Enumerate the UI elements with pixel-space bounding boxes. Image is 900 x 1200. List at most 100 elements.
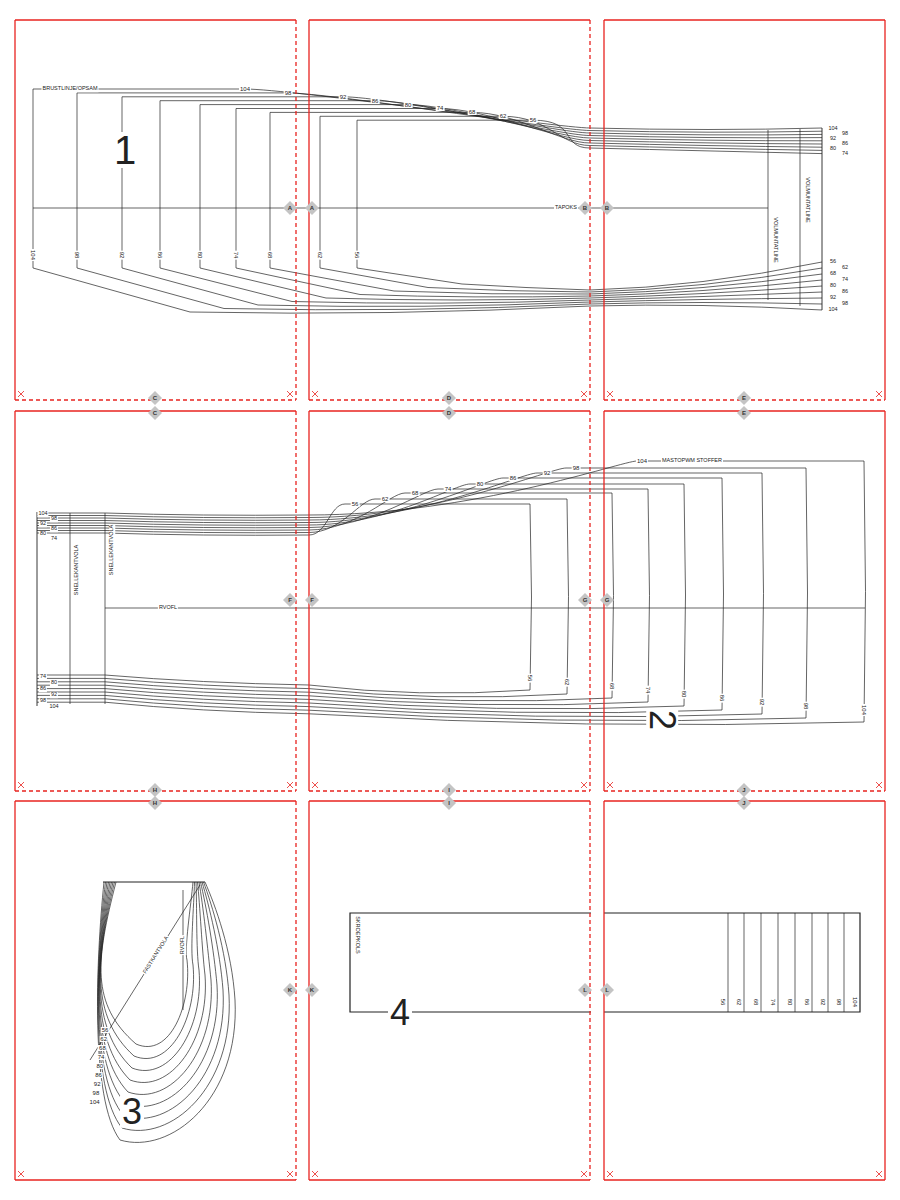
size-label: 68: [609, 682, 615, 691]
tile-border: [604, 19, 885, 20]
tile-cross: [287, 1171, 293, 1177]
size-label: 98: [841, 301, 849, 307]
size-label: 80: [829, 146, 837, 152]
tile-marker: D: [447, 395, 451, 401]
size-label: 62: [381, 496, 390, 502]
pattern-line: [37, 468, 808, 721]
tile-marker: F: [288, 597, 292, 603]
pattern-label: VOLMUNTATLINE: [772, 216, 778, 263]
size-label: 104: [636, 458, 648, 464]
tile-marker-diamond: [442, 391, 456, 405]
pattern-line: [99, 882, 218, 1106]
size-label: 56: [720, 998, 726, 1007]
size-label: 62: [99, 1036, 108, 1042]
callout-number: 2: [646, 708, 678, 732]
tile-cross: [18, 391, 24, 397]
size-label: 98: [50, 516, 58, 522]
tile-marker-diamond: [305, 593, 319, 607]
tile-marker: C: [153, 410, 157, 416]
tile-marker-diamond: [600, 983, 614, 997]
tile-cross: [18, 782, 24, 788]
size-label: 74: [645, 686, 651, 695]
pattern-line: [270, 112, 822, 268]
size-label: 74: [436, 105, 445, 111]
tile-marker: B: [605, 205, 609, 211]
size-label: 80: [95, 1063, 104, 1069]
tile-cross: [312, 782, 318, 788]
size-label: 92: [339, 94, 348, 100]
size-label: 92: [829, 295, 837, 301]
pattern-line: [270, 268, 822, 294]
pattern-line: [236, 268, 822, 297]
tile-border: [604, 1179, 885, 1180]
tile-marker: H: [153, 800, 157, 806]
tile-marker: I: [448, 800, 450, 806]
tile-cross: [876, 1171, 882, 1177]
size-label: 80: [50, 680, 58, 686]
tile-marker: L: [583, 987, 587, 993]
size-label: 98: [836, 998, 842, 1007]
center-line: [105, 608, 865, 609]
tile-marker-diamond: [600, 201, 614, 215]
tile-cross: [312, 782, 318, 788]
size-label: 92: [759, 698, 765, 707]
size-label: 98: [284, 90, 293, 96]
tile-marker-diamond: [578, 201, 592, 215]
pattern-line: [70, 513, 71, 704]
tile-marker: K: [288, 987, 292, 993]
tile-cross: [607, 391, 613, 397]
tile-marker-diamond: [148, 406, 162, 420]
tile-marker: B: [583, 205, 587, 211]
tile-marker-diamond: [737, 406, 751, 420]
size-label: 92: [119, 251, 125, 260]
tile-cross: [581, 1171, 587, 1177]
size-label: 56: [527, 674, 533, 683]
size-label: 62: [317, 251, 323, 260]
tile-marker: F: [310, 597, 314, 603]
size-label: 86: [841, 289, 849, 295]
size-label: 80: [829, 283, 837, 289]
size-label: 86: [509, 475, 518, 481]
pattern-label: BRUSTLINJE/OPSAM: [41, 86, 98, 92]
pattern-line: [778, 913, 779, 1012]
pattern-line: [105, 513, 106, 704]
tile-marker-diamond: [283, 983, 297, 997]
pattern-line: [728, 913, 729, 1012]
size-label: 74: [841, 151, 849, 157]
pattern-label: MASTOPWM STOFFER: [661, 458, 723, 464]
size-label: 98: [74, 251, 80, 260]
pattern-line: [768, 130, 769, 300]
tile-cross: [607, 782, 613, 788]
tile-cross: [287, 782, 293, 788]
size-label: 74: [770, 998, 776, 1007]
size-label: 68: [267, 251, 273, 260]
size-label: 86: [719, 694, 725, 703]
size-label: 74: [444, 486, 453, 492]
pattern-line: [744, 913, 745, 1012]
tile-marker: E: [742, 395, 746, 401]
tile-cross: [607, 1171, 613, 1177]
tile-marker-diamond: [148, 391, 162, 405]
tile-marker: A: [288, 205, 292, 211]
tile-marker: J: [742, 800, 745, 806]
tile-cross: [581, 782, 587, 788]
tile-cross: [312, 391, 318, 397]
tile-border: [884, 801, 885, 1180]
tile-cross: [287, 391, 293, 397]
size-label: 86: [371, 98, 380, 104]
size-label: 56: [351, 501, 360, 507]
pattern-line: [37, 512, 38, 706]
tile-cross: [581, 1171, 587, 1177]
pattern-line: [33, 268, 822, 313]
size-label: 80: [39, 531, 47, 537]
pattern-line: [101, 882, 193, 1047]
tile-cross: [876, 391, 882, 397]
tile-marker: J: [742, 787, 745, 793]
tile-cross: [607, 782, 613, 788]
tile-marker: K: [310, 987, 314, 993]
size-label: 56: [354, 251, 360, 260]
pattern-line: [160, 101, 822, 268]
pattern-label: TAPOKS: [554, 205, 578, 211]
size-label: 104: [852, 996, 858, 1008]
